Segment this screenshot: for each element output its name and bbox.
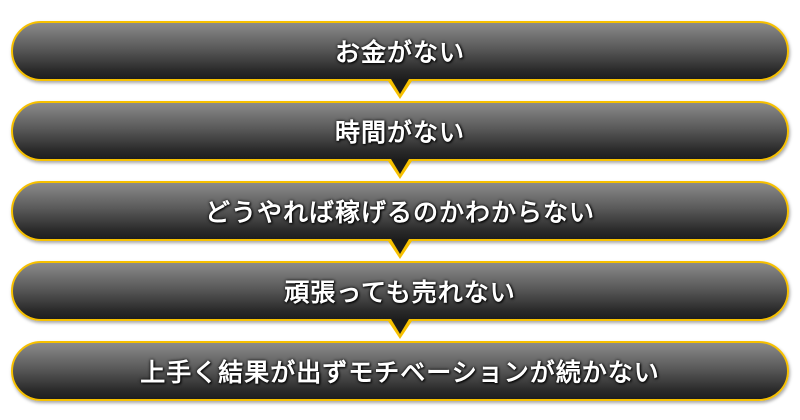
- arrow-down-icon: [388, 319, 412, 339]
- step-label: 上手く結果が出ずモチベーションが続かない: [140, 358, 660, 387]
- step-label: 時間がない: [334, 118, 465, 147]
- step-2: 時間がない: [11, 101, 789, 179]
- step-4: 頑張っても売れない: [11, 261, 789, 339]
- arrow-down-icon: [388, 159, 412, 179]
- step-label: お金がない: [334, 38, 465, 67]
- step-label: どうやれば稼げるのかわからない: [204, 198, 595, 227]
- step-3: どうやれば稼げるのかわからない: [11, 181, 789, 259]
- step-1: お金がない: [11, 21, 789, 99]
- step-5: 上手く結果が出ずモチベーションが続かない: [11, 341, 789, 401]
- arrow-down-icon: [388, 79, 412, 99]
- step-label: 頑張っても売れない: [284, 278, 516, 307]
- arrow-down-icon: [388, 239, 412, 259]
